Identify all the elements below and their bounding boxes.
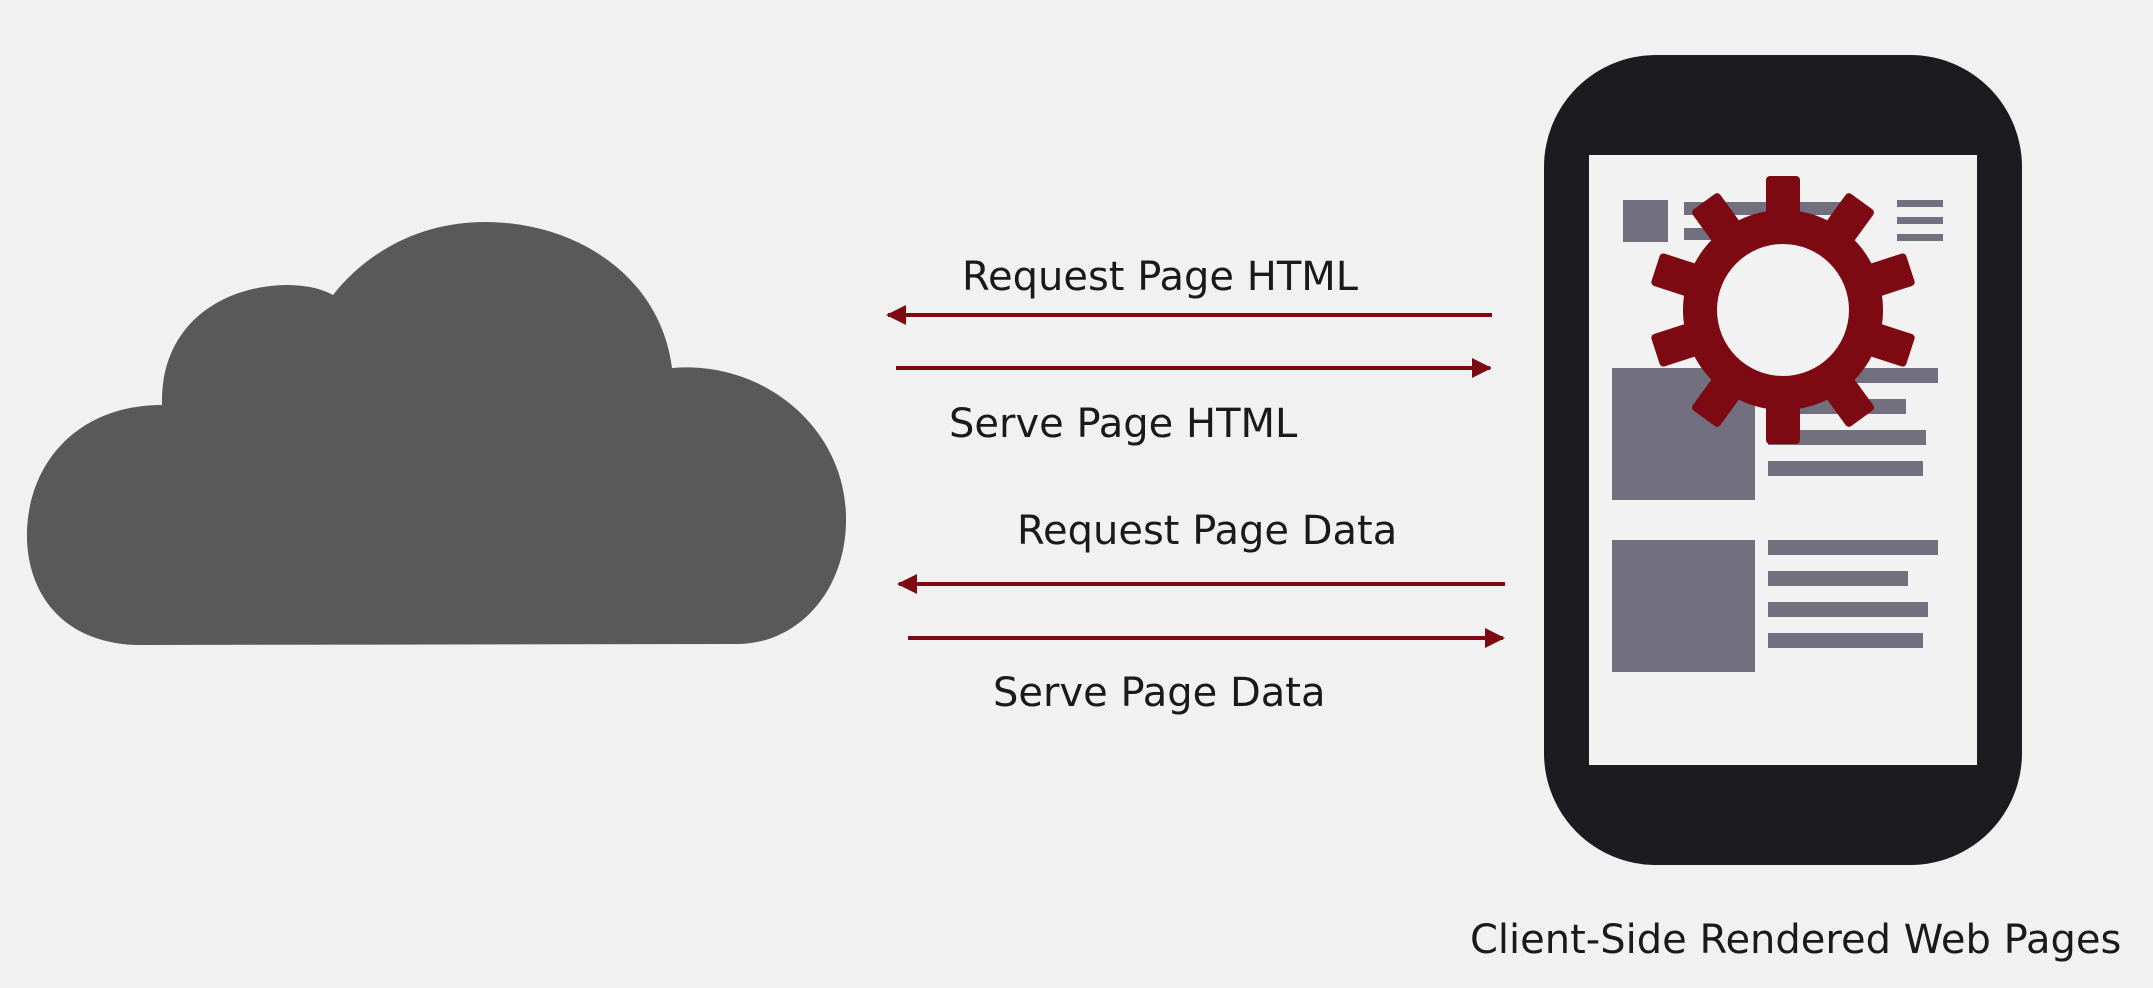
- content-card-2: [1612, 540, 1938, 672]
- request-page-html-label: Request Page HTML: [962, 254, 1359, 300]
- logo-block: [1623, 200, 1668, 242]
- image-placeholder: [1612, 540, 1755, 672]
- cloud-icon: [26, 222, 847, 645]
- text-line: [1768, 633, 1923, 648]
- request-page-data-label: Request Page Data: [1017, 508, 1397, 554]
- serve-page-html-label: Serve Page HTML: [949, 401, 1298, 447]
- hamburger-menu-icon: [1897, 200, 1943, 241]
- text-line: [1768, 571, 1908, 586]
- text-line: [1768, 602, 1928, 617]
- smartphone-icon: [1544, 55, 2022, 865]
- text-line: [1768, 461, 1923, 476]
- serve-page-data-label: Serve Page Data: [993, 670, 1326, 716]
- text-line: [1768, 430, 1926, 445]
- text-line: [1768, 540, 1938, 555]
- gear-icon: [1651, 176, 1915, 444]
- caption: Client-Side Rendered Web Pages: [1470, 917, 2121, 963]
